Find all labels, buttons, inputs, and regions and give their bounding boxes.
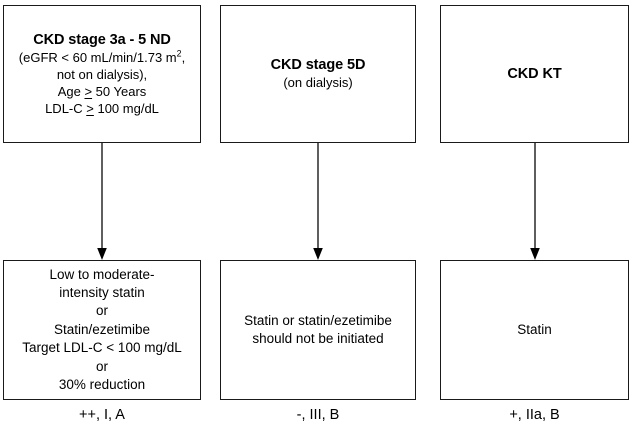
treatment-line: intensity statin (59, 285, 145, 301)
node-detail-ldlc: LDL-C > 100 mg/dL (45, 100, 159, 117)
connector-arrow-ckd-kt (528, 143, 542, 261)
node-subtitle: (on dialysis) (283, 74, 353, 90)
ldlc-prefix: LDL-C (45, 101, 87, 117)
egfr-suffix: , (181, 49, 186, 65)
ldlc-suffix: 100 mg/dL (93, 101, 159, 117)
treatment-line: Statin (517, 321, 552, 337)
node-box-ckd-3a-5-nd-treatment[interactable]: Low to moderate- intensity statin or Sta… (3, 260, 201, 400)
node-title: CKD stage 3a - 5 ND (33, 31, 171, 48)
connector-arrow-ckd-5d (311, 143, 325, 261)
node-box-ckd-5d-condition[interactable]: CKD stage 5D (on dialysis) (220, 5, 416, 143)
egfr-prefix: (eGFR < 60 mL/min/1.73 m (18, 49, 177, 65)
treatment-line: Statin or statin/ezetimibe (244, 312, 392, 328)
node-box-ckd-3a-5-nd-condition[interactable]: CKD stage 3a - 5 ND (eGFR < 60 mL/min/1.… (3, 5, 201, 143)
node-title: CKD KT (507, 65, 562, 82)
recommendation-caption: -, III, B (296, 407, 340, 423)
recommendation-caption: ++, I, A (79, 407, 125, 423)
node-detail-egfr: (eGFR < 60 mL/min/1.73 m2, (19, 49, 185, 66)
arrow-down-icon (97, 143, 107, 260)
age-prefix: Age (57, 84, 85, 100)
node-box-ckd-kt-condition[interactable]: CKD KT (440, 5, 629, 143)
age-suffix: 50 Years (92, 84, 147, 100)
flow-column-ckd-5d: CKD stage 5D (on dialysis) Statin or sta… (220, 0, 416, 429)
treatment-line: should not be initiated (252, 331, 384, 346)
greater-or-equal-icon: > (84, 84, 93, 100)
arrow-down-icon (313, 143, 323, 260)
treatment-line: Statin/ezetimibe (53, 321, 151, 337)
arrow-down-icon (529, 143, 540, 260)
treatment-line: 30% reduction (58, 376, 146, 392)
treatment-line: or (95, 358, 108, 374)
flow-column-ckd-kt: CKD KT Statin +, IIa, B (440, 0, 629, 429)
node-box-ckd-kt-treatment[interactable]: Statin (440, 260, 629, 400)
treatment-line: Low to moderate- (49, 266, 155, 282)
node-detail-age: Age > 50 Years (58, 83, 147, 100)
connector-arrow-ckd-3a-5-nd (95, 143, 109, 261)
flow-column-ckd-3a-5-nd: CKD stage 3a - 5 ND (eGFR < 60 mL/min/1.… (3, 0, 201, 429)
treatment-line: Target LDL-C < 100 mg/dL (22, 340, 182, 356)
node-box-ckd-5d-treatment[interactable]: Statin or statin/ezetimibe should not be… (220, 260, 416, 400)
treatment-line: or (95, 303, 108, 319)
recommendation-caption: +, IIa, B (509, 407, 560, 423)
node-title: CKD stage 5D (270, 57, 366, 74)
greater-or-equal-icon: > (86, 101, 94, 117)
egfr-superscript: 2 (176, 48, 182, 59)
node-detail-dialysis: not on dialysis), (56, 66, 148, 82)
